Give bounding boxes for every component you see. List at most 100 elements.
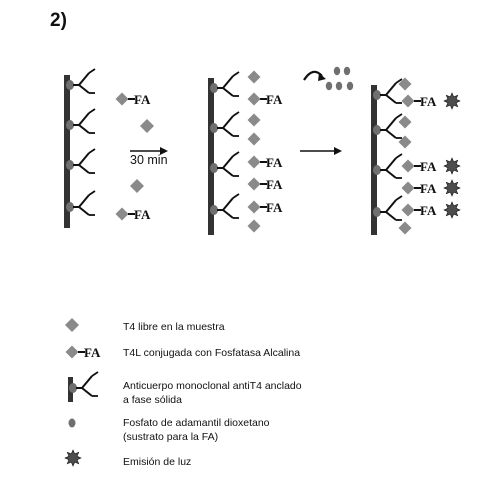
antibody-1-3-anchor [66,160,74,170]
antibody-3-3-tip-upper [395,153,403,159]
substrate-dot-2 [343,66,351,76]
free-t4-p1-1 [140,119,154,133]
legend-free-t4-text: T4 libre en la muestra [123,321,225,333]
antibody-2-3-arm-upper [222,155,234,169]
antibody-2-4-arm-upper [222,197,234,211]
light-emission-star-3 [443,179,461,197]
conjugate-p2-2-diamond [247,155,261,169]
antibody-1-2-tip-upper [88,108,96,114]
antibody-1-2-arm-lower [78,124,90,134]
conjugate-p2-1-fa-label: FA [266,92,283,107]
substrate-dot-4 [335,81,343,91]
antibody-2-4-arm-lower [222,209,234,219]
antibody-3-2-anchor [373,125,381,135]
antibody-2-2-anchor [210,123,218,133]
bound-t4-p3-3 [398,135,412,149]
conjugate-p3-3-diamond [401,181,415,195]
antibody-3-2-arm-upper [385,117,397,131]
legend-substrate-text-line2: (sustrato para la FA) [123,431,219,443]
conjugate-p3-1-fa-label: FA [420,94,437,109]
legend-conjugate-diamond [65,345,79,359]
antibody-3-4-arm-upper [385,199,397,213]
conjugate-p2-3-fa-label: FA [266,177,283,192]
antibody-3-3-anchor [373,165,381,175]
conjugate-p1-2-diamond [115,207,129,221]
substrate-dot-1 [333,66,341,76]
light-emission-star-4 [443,201,461,219]
antibody-3-1-arm-upper [385,82,397,96]
conjugate-p2-4-fa-label: FA [266,200,283,215]
substrate-curved-arrow-head [318,73,326,81]
antibody-1-3-tip-upper [88,148,96,154]
antibody-2-3-arm-lower [222,167,234,177]
antibody-3-3-arm-upper [385,157,397,171]
legend-antibody-arm-lower [81,387,93,397]
bound-t4-p2-4 [247,219,261,233]
solid-phase-bar-2 [208,78,214,235]
conjugate-p3-4-fa-label: FA [420,203,437,218]
antibody-2-1-anchor [210,83,218,93]
antibody-1-1-arm-lower [78,84,90,94]
legend-antibody-arm-upper [81,375,93,389]
solid-phase-bar-3 [371,85,377,235]
conjugate-p1-2-fa-label: FA [134,207,151,222]
conjugate-p3-2-fa-label: FA [420,159,437,174]
antibody-3-1-arm-lower [385,94,397,104]
antibody-1-4-anchor [66,202,74,212]
antibody-2-3-tip-upper [232,151,240,157]
arrow-2-head [334,147,342,155]
conjugate-p2-4-diamond [247,200,261,214]
conjugate-p3-1-diamond [401,94,415,108]
antibody-1-1-anchor [66,80,74,90]
conjugate-p3-4-diamond [401,203,415,217]
bound-t4-p3-1 [398,77,412,91]
antibody-2-3-anchor [210,163,218,173]
antibody-1-4-arm-lower [78,206,90,216]
legend-substrate-dot [68,418,76,428]
antibody-2-4-anchor [210,205,218,215]
antibody-2-1-tip-upper [232,71,240,77]
light-emission-star-2 [443,157,461,175]
bound-t4-p2-3 [247,132,261,146]
bound-t4-p3-4 [398,221,412,235]
antibody-1-4-tip-upper [88,190,96,196]
antibody-2-4-tip-upper [232,193,240,199]
antibody-1-3-arm-upper [78,152,90,166]
free-t4-p1-2 [130,179,144,193]
legend-antibody-text-line1: Anticuerpo monoclonal antiT4 anclado [123,380,302,392]
conjugate-p3-3-fa-label: FA [420,181,437,196]
substrate-dot-5 [346,81,354,91]
legend-antibody-anchor [69,383,77,393]
antibody-2-1-arm-lower [222,87,234,97]
conjugate-p1-1-fa-label: FA [134,92,151,107]
legend-free-t4-diamond [65,318,79,332]
antibody-1-1-arm-upper [78,72,90,86]
legend-substrate-text-line1: Fosfato de adamantil dioxetano [123,417,270,429]
bound-t4-p3-2 [398,115,412,129]
legend-antibody-text-line2: a fase sólida [123,394,182,406]
antibody-1-4-arm-upper [78,194,90,208]
bound-t4-p2-2 [247,113,261,127]
antibody-2-2-arm-lower [222,127,234,137]
legend-emission-text: Emisión de luz [123,456,192,468]
bound-t4-p2-1 [247,70,261,84]
substrate-dot-3 [325,81,333,91]
conjugate-p2-2-fa-label: FA [266,155,283,170]
incubation-time-label: 30 min [130,153,168,167]
antibody-3-1-anchor [373,90,381,100]
legend-conjugate-fa-label: FA [84,345,101,360]
antibody-3-2-arm-lower [385,129,397,139]
conjugate-p3-2-diamond [401,159,415,173]
antibody-3-1-tip-upper [395,78,403,84]
antibody-3-4-anchor [373,207,381,217]
conjugate-p1-1-diamond [115,92,129,106]
antibody-3-4-arm-lower [385,211,397,221]
arrow-1-head [160,147,168,155]
conjugate-p2-3-diamond [247,177,261,191]
figure-number: 2) [50,10,67,31]
legend-conjugate-text: T4L conjugada con Fosfatasa Alcalina [123,347,301,359]
light-emission-star-1 [443,92,461,110]
antibody-1-2-anchor [66,120,74,130]
